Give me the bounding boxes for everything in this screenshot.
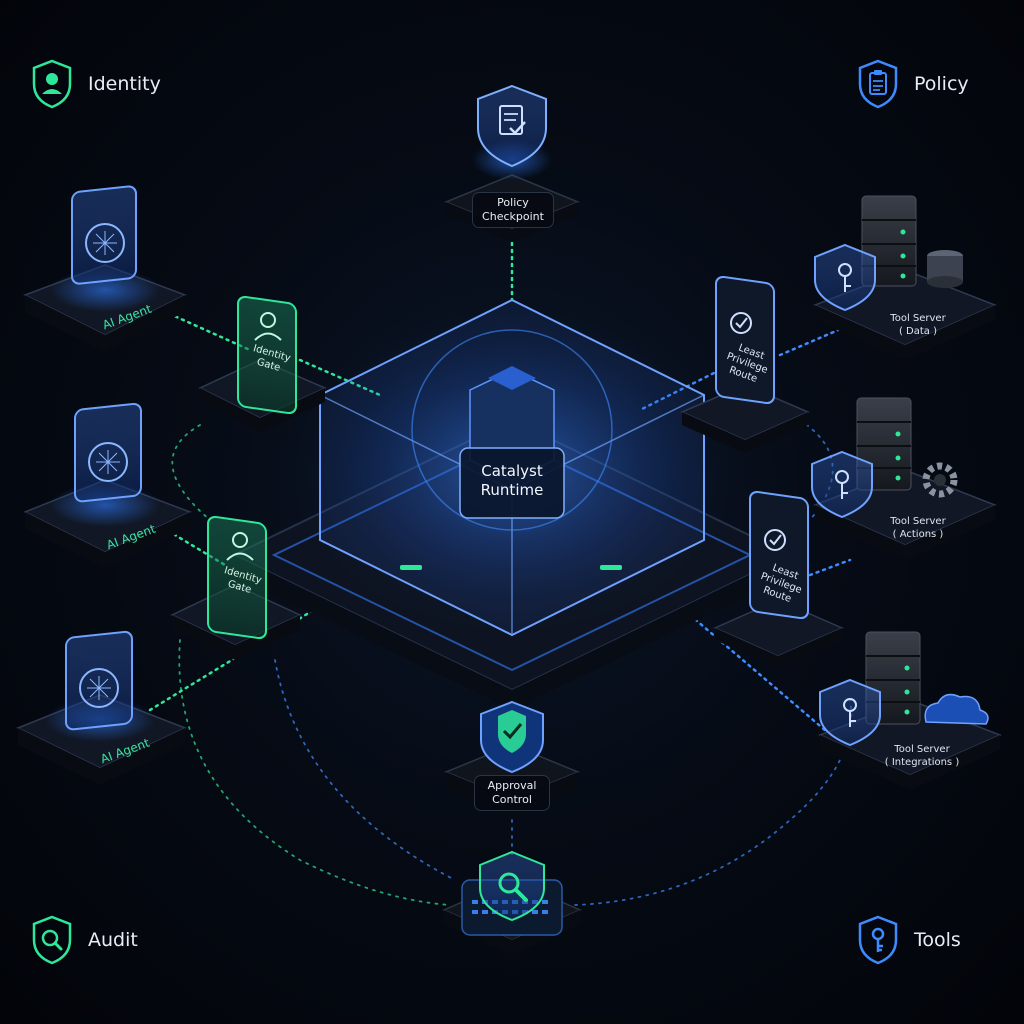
user-shield-icon: [32, 59, 72, 109]
tool-server-data-line2: ( Data ): [898, 326, 938, 337]
audit-shield-icon: [479, 850, 545, 922]
legend-identity: Identity: [30, 56, 161, 112]
tool-server-actions-label: Tool Server ( Actions ): [866, 515, 970, 541]
connector-audit-mid: [274, 659, 456, 881]
legend-policy: Policy: [856, 56, 969, 112]
connector-route2-server2: [808, 558, 852, 577]
connector-audit-left: [171, 424, 451, 906]
core-label-line2: Runtime: [480, 481, 544, 499]
tool-server-actions-node: [811, 397, 997, 560]
tool-server-integrations-line2: ( Integrations ): [884, 757, 960, 768]
legend-tools-label: Tools: [914, 929, 961, 951]
ai-agent-node-3: [16, 630, 187, 785]
tool-server-integrations-node: [818, 631, 1002, 790]
identity-gate-node-1: [198, 295, 327, 432]
legend-identity-label: Identity: [88, 73, 161, 95]
policy-checkpoint-line1: Policy: [497, 196, 529, 209]
approval-control-line2: Control: [492, 793, 532, 806]
policy-checkpoint-label: Policy Checkpoint: [472, 192, 554, 228]
magnifier-shield-icon: [32, 915, 72, 965]
tool-server-actions-line1: Tool Server: [890, 516, 946, 527]
tool-server-data-label: Tool Server ( Data ): [870, 312, 966, 338]
approval-control-label: Approval Control: [474, 775, 550, 811]
legend-audit-label: Audit: [88, 929, 138, 951]
legend-tools: Tools: [856, 912, 961, 968]
tool-server-integrations-line1: Tool Server: [894, 744, 950, 755]
key-shield-icon: [858, 915, 898, 965]
least-privilege-route-node-1: [680, 275, 810, 453]
ai-agent-node-1: [23, 185, 187, 352]
legend-policy-label: Policy: [914, 73, 969, 95]
least-privilege-route-node-2: [713, 490, 844, 668]
connector-audit-right: [574, 699, 853, 906]
ai-agent-node-2: [23, 402, 192, 568]
policy-checkpoint-line2: Checkpoint: [482, 210, 544, 223]
core-label-line1: Catalyst: [481, 462, 543, 480]
catalyst-runtime-label: Catalyst Runtime: [462, 462, 562, 500]
tool-server-integrations-label: Tool Server ( Integrations ): [866, 743, 978, 769]
connector-agent1-gate1: [148, 303, 252, 352]
audit-node: [442, 850, 582, 955]
tool-server-actions-line2: ( Actions ): [892, 529, 944, 540]
clipboard-shield-icon: [858, 59, 898, 109]
tool-server-data-line1: Tool Server: [890, 313, 946, 324]
approval-control-line1: Approval: [487, 779, 537, 792]
central-platform: [231, 298, 793, 710]
tool-server-data-node: [813, 195, 997, 360]
legend-audit: Audit: [30, 912, 138, 968]
identity-gate-node-2: [170, 515, 302, 660]
